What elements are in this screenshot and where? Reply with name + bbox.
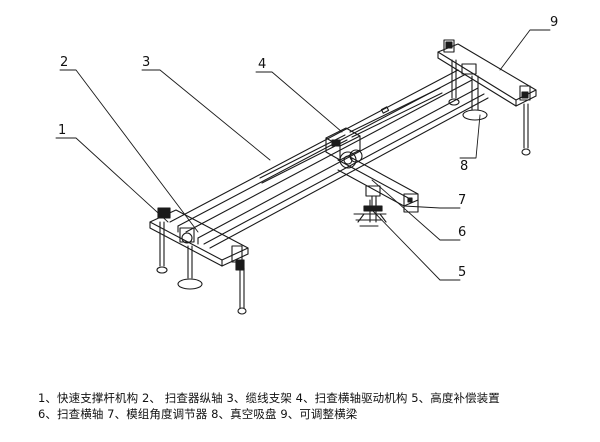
caption-line-2: 6、扫查横轴 7、模组角度调节器 8、真空吸盘 9、可调整横梁 xyxy=(38,407,358,421)
rear-legs xyxy=(448,59,531,156)
cable-support xyxy=(259,87,443,184)
callout-9: 9 xyxy=(550,15,558,30)
front-legs xyxy=(156,221,247,315)
longitudinal-axis xyxy=(169,69,489,249)
caption-line-1: 1、快速支撑杆机构 2、 扫查器纵轴 3、缆线支架 4、扫查横轴驱动机构 5、高… xyxy=(38,391,500,405)
height-compensation xyxy=(353,199,387,227)
callout-5: 5 xyxy=(458,265,466,280)
callout-3: 3 xyxy=(142,55,150,70)
callout-8: 8 xyxy=(460,159,468,174)
rear-crossbeam xyxy=(437,39,537,107)
callout-labels: 1 2 3 4 5 6 7 8 9 xyxy=(58,15,558,280)
leader-lines xyxy=(55,29,551,281)
callout-4: 4 xyxy=(258,57,266,72)
callout-1: 1 xyxy=(58,123,66,138)
callout-7: 7 xyxy=(458,193,466,208)
front-crossbeam xyxy=(149,207,249,271)
callout-2: 2 xyxy=(60,55,68,70)
callout-6: 6 xyxy=(458,225,466,240)
